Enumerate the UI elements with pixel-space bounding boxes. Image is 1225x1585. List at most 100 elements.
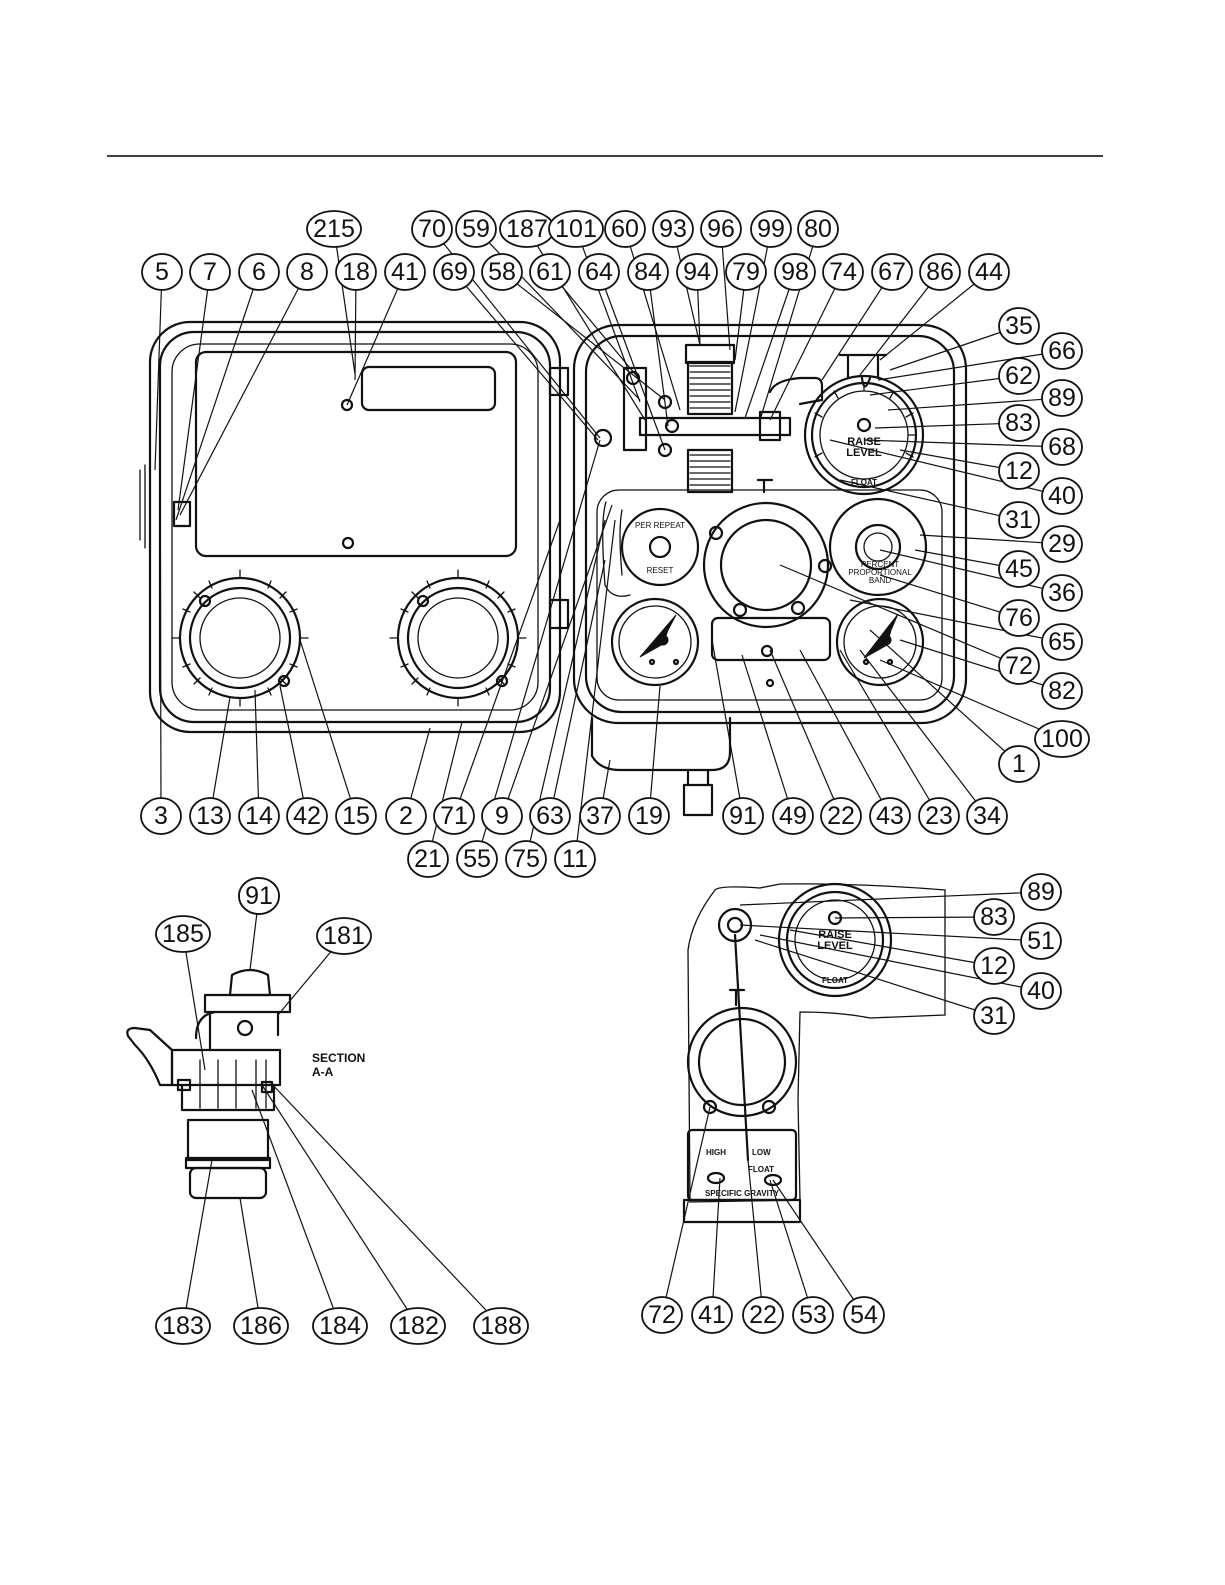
callout-label: 15 xyxy=(342,802,370,830)
callout-label: 215 xyxy=(313,215,355,243)
callout-circle xyxy=(155,915,211,953)
callout-circle xyxy=(919,253,961,291)
callout-37: 37 xyxy=(579,797,621,835)
callout-circle xyxy=(1041,525,1083,563)
callout-circle xyxy=(1020,922,1062,960)
callout-182: 182 xyxy=(390,1307,446,1345)
callout-41: 41 xyxy=(691,1296,733,1334)
callout-93: 93 xyxy=(652,210,694,248)
callout-circle xyxy=(155,1307,211,1345)
callout-label: 42 xyxy=(293,802,321,830)
callout-label: 71 xyxy=(440,802,468,830)
callout-98: 98 xyxy=(774,253,816,291)
callout-circle xyxy=(433,797,475,835)
gravity-float-label: FLOAT xyxy=(748,1165,774,1174)
callout-label: 14 xyxy=(245,802,273,830)
callout-181: 181 xyxy=(316,917,372,955)
leader-3 xyxy=(159,359,162,817)
callout-circle xyxy=(792,1296,834,1334)
callout-label: 45 xyxy=(1005,555,1033,583)
leader-69 xyxy=(453,271,599,441)
callout-circle xyxy=(628,797,670,835)
reset-dial-label: RESET xyxy=(647,566,674,575)
nameplate xyxy=(360,365,497,412)
callout-circle xyxy=(529,253,571,291)
callout-63: 63 xyxy=(529,797,571,835)
callout-14: 14 xyxy=(238,797,280,835)
callout-94: 94 xyxy=(676,253,718,291)
leader-14 xyxy=(254,689,260,817)
callout-60: 60 xyxy=(604,210,646,248)
callout-circle xyxy=(691,1296,733,1334)
callout-label: 3 xyxy=(154,802,168,830)
gravity-specific-label: SPECIFIC GRAVITY xyxy=(705,1189,780,1198)
callout-label: 66 xyxy=(1048,337,1076,365)
callout-1: 1 xyxy=(998,745,1040,783)
callout-2: 2 xyxy=(385,797,427,835)
leader-21 xyxy=(427,721,463,860)
callout-circle xyxy=(742,1296,784,1334)
callout-label: 96 xyxy=(707,215,735,243)
leader-83 xyxy=(834,916,995,919)
callout-circle xyxy=(385,797,427,835)
callout-circle xyxy=(797,210,839,248)
leader-184 xyxy=(251,1089,341,1327)
callout-label: 13 xyxy=(196,802,224,830)
callout-label: 43 xyxy=(876,802,904,830)
callout-65: 65 xyxy=(1041,623,1083,661)
callout-3: 3 xyxy=(140,797,182,835)
callout-circle xyxy=(141,253,183,291)
callout-label: 31 xyxy=(1005,506,1033,534)
detail-dial-title-line2: LEVEL xyxy=(817,940,853,952)
level-dial: RAISE LEVEL FLOAT xyxy=(803,353,925,496)
callout-label: 86 xyxy=(926,258,954,286)
callout-label: 36 xyxy=(1048,579,1076,607)
leader-35 xyxy=(889,325,1020,371)
leader-11 xyxy=(574,519,616,860)
leader-96 xyxy=(720,228,731,351)
callout-label: 22 xyxy=(827,802,855,830)
callout-72: 72 xyxy=(998,647,1040,685)
callout-label: 91 xyxy=(729,802,757,830)
callout-83: 83 xyxy=(973,898,1015,936)
leader-183 xyxy=(182,1159,213,1327)
callout-circle xyxy=(973,898,1015,936)
callout-circle xyxy=(820,797,862,835)
callout-44: 44 xyxy=(968,253,1010,291)
callout-7: 7 xyxy=(189,253,231,291)
callout-label: 51 xyxy=(1027,927,1055,955)
leader-89 xyxy=(887,397,1063,411)
callout-label: 181 xyxy=(323,922,365,950)
callout-label: 59 xyxy=(462,215,490,243)
callout-circle xyxy=(189,253,231,291)
callout-circle xyxy=(604,210,646,248)
callout-circle xyxy=(481,797,523,835)
callout-circle xyxy=(312,1307,368,1345)
callout-label: 94 xyxy=(683,258,711,286)
level-dial-float-label: FLOAT xyxy=(851,478,877,487)
callout-label: 79 xyxy=(732,258,760,286)
callout-101: 101 xyxy=(548,210,604,248)
relay-housing xyxy=(702,478,833,688)
callout-31: 31 xyxy=(998,501,1040,539)
case-screw xyxy=(593,428,613,448)
leader-68 xyxy=(863,439,1063,448)
callout-circle xyxy=(973,997,1015,1035)
callout-label: 185 xyxy=(162,920,204,948)
callout-circle xyxy=(998,357,1040,395)
callout-label: 89 xyxy=(1048,384,1076,412)
callout-91: 91 xyxy=(238,877,280,915)
callout-13: 13 xyxy=(189,797,231,835)
leader-44 xyxy=(879,271,990,361)
callout-label: 75 xyxy=(512,845,540,873)
callout-circle xyxy=(238,797,280,835)
callout-label: 12 xyxy=(1005,457,1033,485)
callout-76: 76 xyxy=(998,599,1040,637)
callout-42: 42 xyxy=(286,797,328,835)
callout-label: 58 xyxy=(488,258,516,286)
callout-label: 60 xyxy=(611,215,639,243)
leader-99 xyxy=(734,228,772,413)
callout-label: 72 xyxy=(648,1301,676,1329)
